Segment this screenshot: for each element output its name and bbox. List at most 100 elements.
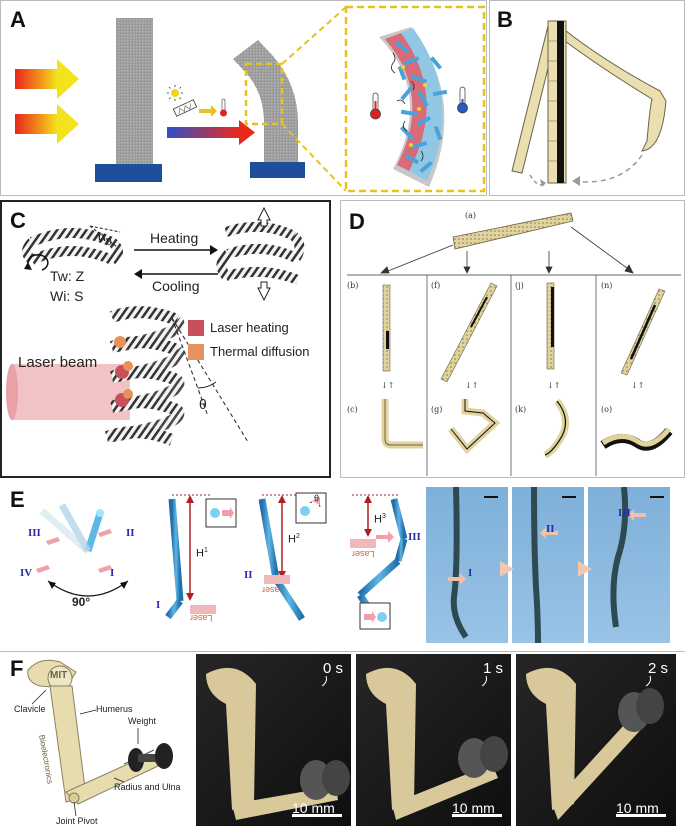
fiber-curved [553, 22, 667, 152]
photo-f-2s: 2 s 10 mm [516, 654, 676, 826]
process-arrow-2 [578, 561, 592, 577]
panel-c-label: C [10, 208, 26, 233]
rod-j [546, 282, 555, 370]
panel-c-figure [6, 206, 305, 446]
panel-e: E III II IV I 90° H1 I Laser H2 II Laser… [0, 483, 685, 645]
rod-n [620, 288, 666, 376]
photo-e-2: II [512, 487, 584, 643]
humerus-label: Humerus [96, 704, 133, 714]
laser-label-d3: Laser [352, 549, 375, 559]
weight-part [128, 743, 173, 772]
label-o: (o) [601, 405, 613, 414]
straight-fiber [116, 18, 153, 166]
roman-i-d1: I [156, 599, 161, 611]
motion-arrow-right [571, 154, 643, 183]
photo-f-0s-scene [206, 667, 350, 820]
twist-label: Tw: Z [50, 268, 85, 284]
reversible-arrow-j: ↓↑ [547, 381, 561, 390]
time-0s: 0 s [322, 660, 343, 677]
bend-diagram-2 [258, 492, 327, 621]
photo-f-1s: 1 s 10 mm [356, 654, 511, 826]
y-fiber [39, 503, 104, 623]
laser-spots [114, 336, 133, 407]
heating-label: Heating [150, 230, 199, 246]
label-a: (a) [465, 211, 477, 220]
reversible-arrow-b: ↓↑ [381, 381, 395, 390]
sun-icon [167, 85, 183, 101]
motion-arrow-left [529, 174, 547, 186]
rod-f [440, 282, 498, 383]
panel-f-label: F [10, 656, 24, 681]
thermometer-cold-icon [457, 86, 468, 114]
panel-a-label: A [10, 7, 26, 32]
coil-contracted [216, 221, 305, 285]
panel-c: C α0 Heating Cooling Tw: Z Wi: S Laser h… [0, 200, 331, 478]
panel-b-label: B [497, 7, 513, 32]
legend-diffusion-swatch [188, 344, 204, 360]
angle-theta-sub: θ [314, 493, 320, 503]
label-b: (b) [347, 281, 359, 290]
h2-sub: 2 [295, 533, 300, 540]
base-right [250, 162, 305, 178]
heat-arrow-bottom [15, 104, 79, 144]
photo-e-1-fiber [448, 487, 498, 639]
label-k: (k) [515, 405, 527, 414]
joint-pivot-part [68, 792, 80, 804]
photo-f-2s-scene [526, 667, 666, 820]
weight-label: Weight [128, 716, 156, 726]
h3-symbol: H [374, 513, 382, 526]
laser-label-d1: Laser [190, 613, 213, 623]
photo-e-2-fiber [531, 487, 576, 643]
h1-symbol: H [196, 547, 204, 560]
twist-arrow [27, 254, 49, 271]
rotation-arc [47, 580, 129, 597]
photo-e-2-label: II [546, 523, 555, 535]
h3-sub: 3 [381, 513, 386, 520]
wind-label: Wi: S [50, 288, 84, 304]
humerus-part [49, 685, 87, 803]
photo-e-3-fiber [610, 487, 664, 628]
angle-line-left [171, 317, 209, 417]
up-arrow [257, 206, 271, 227]
straight-rod [452, 212, 574, 250]
h2-label: H2 [288, 533, 300, 546]
label-n: (n) [601, 281, 613, 290]
h2-symbol: H [288, 533, 296, 546]
alpha-label: α0 [98, 228, 112, 248]
roman-iii-d3: III [408, 531, 421, 543]
thermometer-icon [220, 98, 227, 117]
angle-theta-label: θ [314, 493, 319, 503]
panel-b: B [489, 0, 685, 196]
h1-label: H1 [196, 547, 208, 560]
scale-0s: 10 mm [292, 800, 335, 816]
bent-fiber [233, 40, 298, 166]
laser-label-d2: Laser [262, 585, 285, 595]
panel-a: A [0, 0, 487, 196]
photo-e-3-label: III [618, 507, 631, 519]
base-left [95, 164, 162, 182]
photo-e-3: III [588, 487, 670, 643]
panel-d-figure [347, 212, 681, 476]
laser-beam [6, 364, 130, 420]
label-j: (j) [515, 281, 524, 290]
heating-process-arrow [167, 120, 255, 145]
heat-arrow-top [15, 59, 79, 99]
zoom-box-small [244, 62, 284, 126]
thermometer-hot-icon [370, 92, 381, 120]
process-arrow-1 [500, 561, 514, 577]
radius-ulna-label: Radius and Ulna [114, 782, 181, 792]
joint-pivot-label: Joint Pivot [56, 816, 98, 826]
panel-d-label: D [349, 209, 365, 234]
angle-line-right [171, 317, 249, 443]
h3-label: H3 [374, 513, 386, 526]
scale-1s: 10 mm [452, 800, 495, 816]
alpha-symbol: α [98, 228, 107, 244]
h1-sub: 1 [203, 547, 208, 554]
panel-e-figure [36, 492, 408, 630]
magnified-strip [379, 27, 448, 187]
shape-c [381, 399, 423, 449]
theta-label: θ [199, 396, 207, 412]
scale-2s: 10 mm [616, 800, 659, 816]
panel-f-figure [27, 659, 173, 817]
yellow-arrow-small [199, 105, 217, 117]
